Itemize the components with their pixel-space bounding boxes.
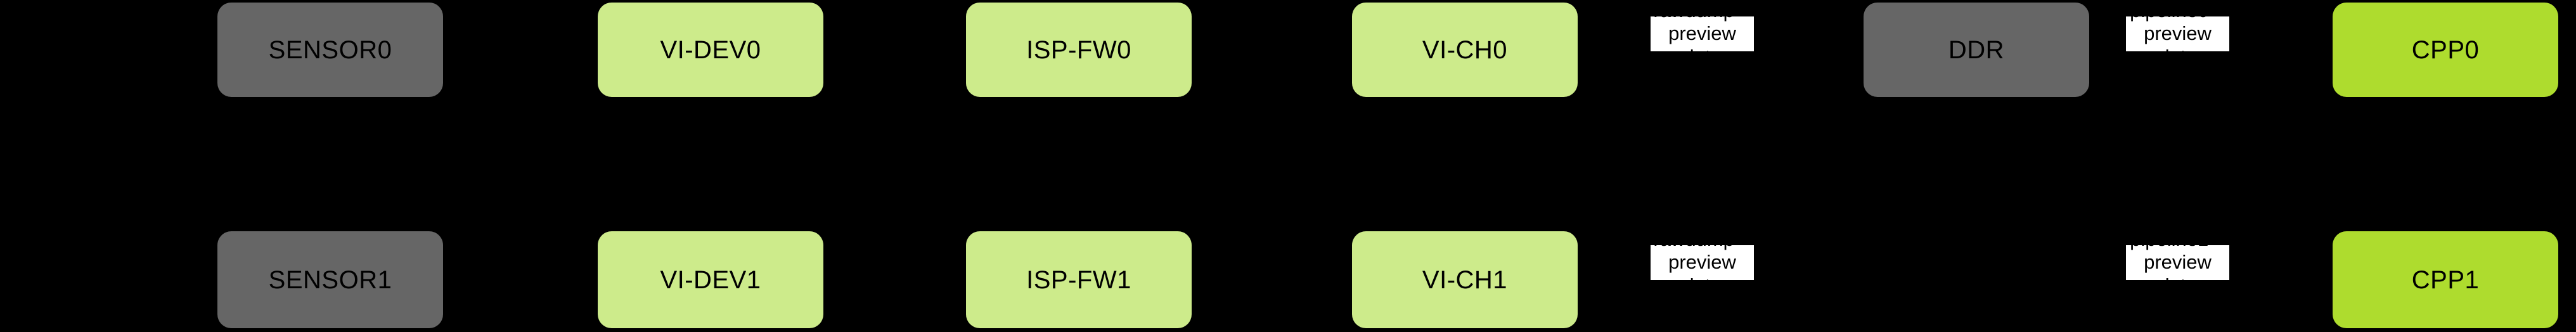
block-cpp1[interactable]: CPP1	[2333, 231, 2558, 328]
block-vi-dev1[interactable]: VI-DEV1	[598, 231, 823, 328]
block-sensor0[interactable]: SENSOR0	[217, 3, 443, 97]
block-ddr[interactable]: DDR	[1864, 3, 2089, 97]
block-vi-ch1[interactable]: VI-CH1	[1352, 231, 1578, 328]
block-vi-ch0[interactable]: VI-CH0	[1352, 3, 1578, 97]
block-isp-fw0[interactable]: ISP-FW0	[966, 3, 1192, 97]
block-vi-dev0[interactable]: VI-DEV0	[598, 3, 823, 97]
block-isp-fw1[interactable]: ISP-FW1	[966, 231, 1192, 328]
block-cpp0[interactable]: CPP0	[2333, 3, 2558, 97]
data-label-rawdump-preview-1: rawdump + preview data	[1651, 228, 1754, 297]
data-label-pipeline1-preview: pipeline1 + preview data	[2126, 228, 2229, 297]
block-sensor1[interactable]: SENSOR1	[217, 231, 443, 328]
